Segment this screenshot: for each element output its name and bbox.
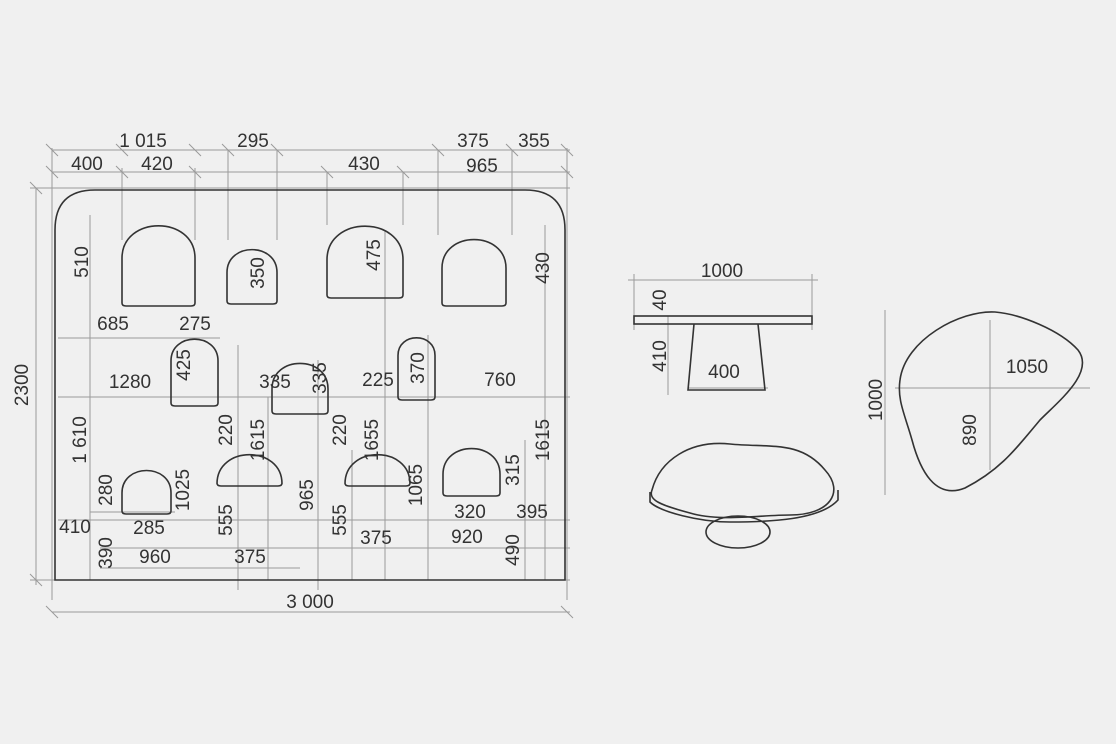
dimension-label: 320 xyxy=(454,502,486,523)
dimension-lines xyxy=(29,143,1090,619)
dimension-label: 350 xyxy=(248,257,269,289)
dimension-label: 315 xyxy=(503,454,524,486)
wall-niches xyxy=(121,225,507,515)
overall-height-label: 2300 xyxy=(12,364,33,406)
dimension-label: 400 xyxy=(71,154,103,175)
dimension-label: 410 xyxy=(59,517,91,538)
dimension-label: 555 xyxy=(216,504,237,536)
dimension-label: 395 xyxy=(516,502,548,523)
plan-length-label: 1050 xyxy=(1006,357,1048,378)
dimension-label: 510 xyxy=(72,246,93,278)
dimension-label: 275 xyxy=(179,314,211,335)
dimension-label: 760 xyxy=(484,370,516,391)
niche xyxy=(326,225,404,299)
table-plan-view xyxy=(898,311,1084,492)
dimension-labels: 1 015 295 400 420 430 375 355 965 510 350 475 430 68… xyxy=(59,131,554,569)
dimension-label: 390 xyxy=(96,537,117,569)
dimension-label: 220 xyxy=(330,414,351,446)
dimension-label: 355 xyxy=(518,131,550,152)
overall-width-label: 3 000 xyxy=(286,592,334,613)
table-height-label: 410 xyxy=(650,340,671,372)
dimension-label: 1 610 xyxy=(70,416,91,464)
niche xyxy=(226,249,278,305)
dimension-label: 420 xyxy=(141,154,173,175)
dimension-label: 430 xyxy=(348,154,380,175)
dimension-label: 965 xyxy=(297,479,318,511)
plan-inner-label: 890 xyxy=(960,414,981,446)
niche xyxy=(121,225,196,307)
dimension-label: 490 xyxy=(503,534,524,566)
niche xyxy=(442,447,501,497)
dimension-label: 225 xyxy=(362,370,394,391)
dimension-label: 920 xyxy=(451,527,483,548)
dimension-label: 295 xyxy=(237,131,269,152)
dimension-label: 280 xyxy=(96,474,117,506)
dimension-label: 375 xyxy=(457,131,489,152)
table-top-thickness-label: 40 xyxy=(650,289,671,310)
dimension-label: 1615 xyxy=(533,419,554,461)
dimension-label: 430 xyxy=(533,252,554,284)
dimension-label: 1065 xyxy=(406,464,427,506)
dimension-label: 1025 xyxy=(173,469,194,511)
table-base-width-label: 400 xyxy=(708,362,740,383)
dimension-label: 285 xyxy=(133,518,165,539)
dimension-label: 1 015 xyxy=(119,131,167,152)
dimension-label: 220 xyxy=(216,414,237,446)
niche xyxy=(344,453,411,487)
dimension-label: 685 xyxy=(97,314,129,335)
niche xyxy=(271,362,329,415)
plan-depth-label: 1000 xyxy=(866,379,887,421)
dimension-label: 555 xyxy=(330,504,351,536)
niche xyxy=(441,238,507,307)
dimension-label: 965 xyxy=(466,156,498,177)
niche xyxy=(121,469,172,515)
niche xyxy=(216,453,283,487)
dimension-label: 375 xyxy=(234,547,266,568)
dimension-label: 475 xyxy=(364,239,385,271)
dimension-label: 335 xyxy=(310,362,331,394)
dimension-label: 375 xyxy=(360,528,392,549)
dimension-label: 425 xyxy=(174,349,195,381)
wall-panel xyxy=(54,189,566,581)
table-labels: 1000 40 410 400 1000 1050 890 3 000 2300 xyxy=(12,261,1048,613)
dimension-label: 1615 xyxy=(248,419,269,461)
table-side-view xyxy=(633,315,813,391)
dimension-label: 1280 xyxy=(109,372,151,393)
niche xyxy=(397,337,436,401)
table-perspective xyxy=(649,442,839,549)
dimension-label: 370 xyxy=(408,352,429,384)
dimension-label: 960 xyxy=(139,547,171,568)
dimension-label: 1655 xyxy=(362,419,383,461)
table-width-label: 1000 xyxy=(701,261,743,282)
dimension-label: 335 xyxy=(259,372,291,393)
niche xyxy=(170,338,219,407)
wall-outline xyxy=(54,189,566,581)
